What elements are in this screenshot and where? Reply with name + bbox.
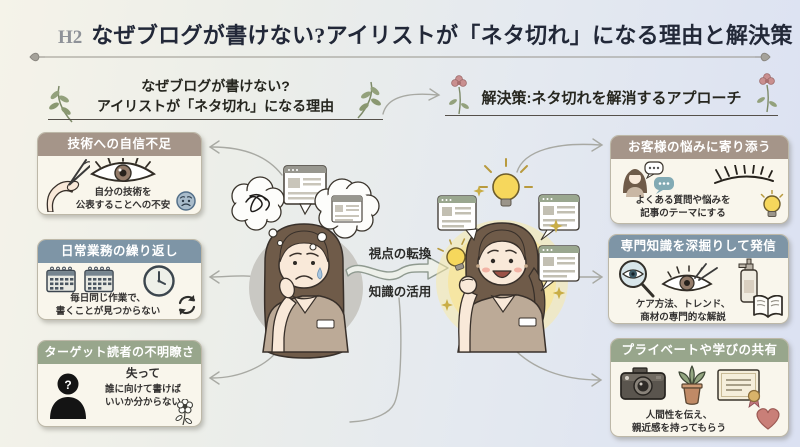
connector-lines: [208, 88, 604, 423]
flower-icon: [175, 399, 194, 425]
sad-face-icon: [176, 191, 196, 211]
question-mark-glyph: ?: [64, 378, 71, 392]
reasons-heading: なぜブログが書けない? アイリストが「ネタ切れ」になる理由: [48, 77, 383, 121]
title-divider: [29, 52, 771, 62]
tangled-thought-bubble-icon: [231, 176, 285, 247]
reasons-heading-line1: なぜブログが書けない?: [141, 78, 290, 94]
reason-box-confidence-title: 技術への自信不足: [38, 133, 201, 156]
hand-tweezers-icon: [46, 159, 90, 212]
page-title: なぜブログが書けない?アイリストが「ネタ切れ」になる理由と解決策: [91, 23, 793, 48]
solution-box-expertise-title: 専門知識を深掘りして発信: [609, 235, 788, 258]
calendar-icon: [84, 266, 114, 293]
divider-ornament-left: [29, 52, 45, 62]
idea-blog-card-bottom-right-icon: [538, 245, 580, 292]
solution-box-personal-title: プライベートや学びの共有: [611, 339, 788, 362]
blog-thought-cloud-icon: [309, 178, 380, 251]
reason-box-audience: ターゲット読者の不明瞭さ ? 失って 誰に向けて書けば いいか分からない: [37, 340, 202, 427]
divider-ornament-right: [755, 52, 771, 62]
worried-eyelist-illustration: [249, 223, 363, 359]
reason-box-confidence-text: 自分の技術を 公表することへの不安: [75, 187, 171, 211]
book-icon: [753, 295, 783, 318]
sparkle-icons: [441, 185, 566, 311]
idea-blog-card-top-right-icon: [538, 194, 580, 241]
lightbulb-icon: [760, 190, 784, 217]
reason-box-routine-title: 日常業務の繰り返し: [38, 240, 201, 263]
solution-box-personal-text: 人間性を伝え、 親近感を持ってもらう: [631, 410, 727, 434]
solution-box-client-needs-title: お客様の悩みに寄り添う: [611, 136, 788, 159]
eye-tweezers-icon: [661, 263, 718, 292]
blog-window-icon: [283, 165, 327, 216]
plant-icon: [678, 365, 706, 405]
reason-box-audience-text: 誰に向けて書けば いいか分からない: [104, 384, 181, 408]
inspired-eyelist-illustration: [436, 220, 568, 353]
solution-box-client-needs-text: よくある質問や悩みを 記事のテーマにする: [635, 195, 731, 219]
heading-level-tag: H2: [58, 27, 83, 48]
solutions-heading-text: 解決策:ネタ切れを解消するアプローチ: [481, 90, 742, 107]
perspective-shift-label: 視点の転換: [368, 247, 432, 261]
page-header: H2 なぜブログが書けない?アイリストが「ネタ切れ」になる理由と解決策: [58, 18, 793, 50]
eye-icon: [90, 158, 156, 182]
reason-box-audience-emphasis: 失って: [126, 368, 160, 380]
refresh-icon: [178, 295, 196, 315]
magnifier-eye-icon: [619, 260, 655, 298]
leaf-ornament-right: [357, 81, 381, 119]
reason-box-routine-text: 毎日同じ作業で、 書くことが見つからない: [55, 293, 161, 317]
reason-box-audience-title: ターゲット読者の不明瞭さ: [38, 341, 201, 364]
solution-box-client-needs: お客様の悩みに寄り添う よくある質問や悩みを 記事のテーマにする: [610, 135, 789, 224]
reason-box-confidence: 技術への自信不足 自分の技術を 公表することへの不安: [37, 132, 202, 215]
calendar-icon: [46, 266, 76, 293]
client-chat-icon: [623, 161, 674, 197]
solution-box-personal: プライベートや学びの共有: [610, 338, 789, 437]
eyelash-icon: [714, 165, 774, 184]
knowledge-use-label: 知識の活用: [368, 285, 432, 299]
bottle-icon: [738, 258, 758, 303]
clock-icon: [143, 265, 175, 297]
small-lightbulb-icon: [437, 238, 466, 271]
certificate-icon: [717, 369, 761, 408]
reasons-heading-line2: アイリストが「ネタ切れ」になる理由: [96, 97, 335, 114]
reason-box-routine: 日常業務の繰り返し: [37, 239, 202, 320]
big-lightbulb-icon: [479, 158, 533, 207]
camera-icon: [620, 367, 666, 400]
flower-ornament-right: [757, 73, 777, 113]
solutions-heading: 解決策:ネタ切れを解消するアプローチ: [445, 88, 778, 116]
flower-ornament-left: [449, 75, 469, 115]
solution-box-expertise: 専門知識を深掘りして発信: [608, 234, 789, 324]
solution-box-expertise-text: ケア方法、トレンド、 商材の専門的な解説: [635, 299, 731, 323]
person-silhouette-icon: ?: [50, 373, 86, 419]
idea-blog-card-left-icon: [437, 195, 478, 242]
heart-icon: [756, 408, 780, 430]
